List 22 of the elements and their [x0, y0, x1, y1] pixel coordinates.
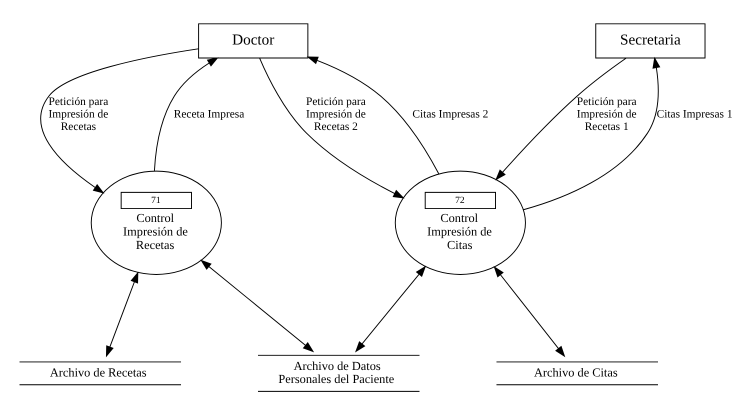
- arrow: [106, 270, 138, 357]
- node-text: Archivo de Recetas: [50, 365, 147, 380]
- edge-label: Receta Impresa: [174, 108, 244, 120]
- edge-label: Petición para Impresión de Recetas: [48, 96, 108, 132]
- edge-label: Citas Impresas 1: [656, 108, 733, 120]
- edge-label: Petición para Impresión de Recetas 2: [306, 96, 366, 132]
- node-text: Archivo de Datos Personales del Paciente: [278, 358, 394, 386]
- arrow: [495, 57, 627, 180]
- node-text: Archivo de Citas: [534, 365, 618, 380]
- node-box: Doctor: [198, 22, 308, 58]
- node-box: Secretaria: [595, 22, 706, 58]
- edge-label: Citas Impresas 2: [412, 108, 488, 120]
- arrow: [154, 56, 219, 171]
- node-ellipse: 72 Control Impresión de Citas: [394, 170, 526, 274]
- arrow: [40, 48, 199, 194]
- arrow: [522, 56, 660, 210]
- arrow: [200, 259, 314, 352]
- arrow: [494, 266, 566, 357]
- arrow: [259, 57, 405, 198]
- edge-label: Petición para Impresión de Recetas 1: [576, 96, 637, 132]
- arrow: [355, 265, 426, 352]
- arrow: [306, 56, 440, 174]
